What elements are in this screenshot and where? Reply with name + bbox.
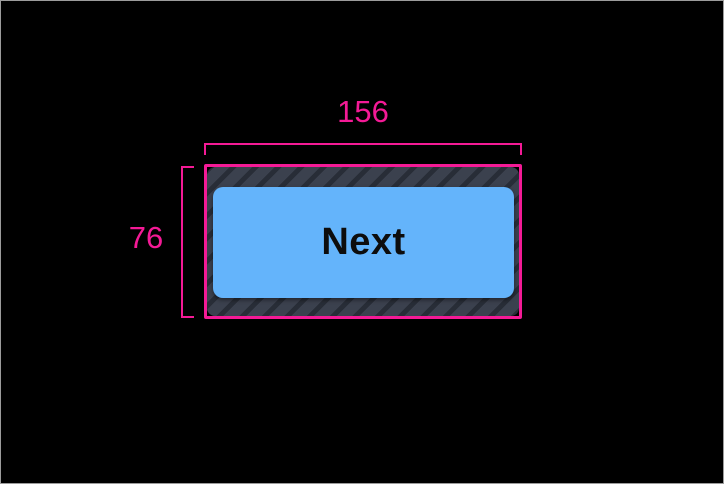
next-button-label: Next xyxy=(321,221,406,263)
height-measure-bracket xyxy=(181,166,194,318)
width-measure-bracket xyxy=(204,143,522,155)
next-button[interactable]: Next xyxy=(213,187,514,298)
height-dimension-label: 76 xyxy=(128,220,164,255)
width-dimension-label: 156 xyxy=(337,94,389,129)
